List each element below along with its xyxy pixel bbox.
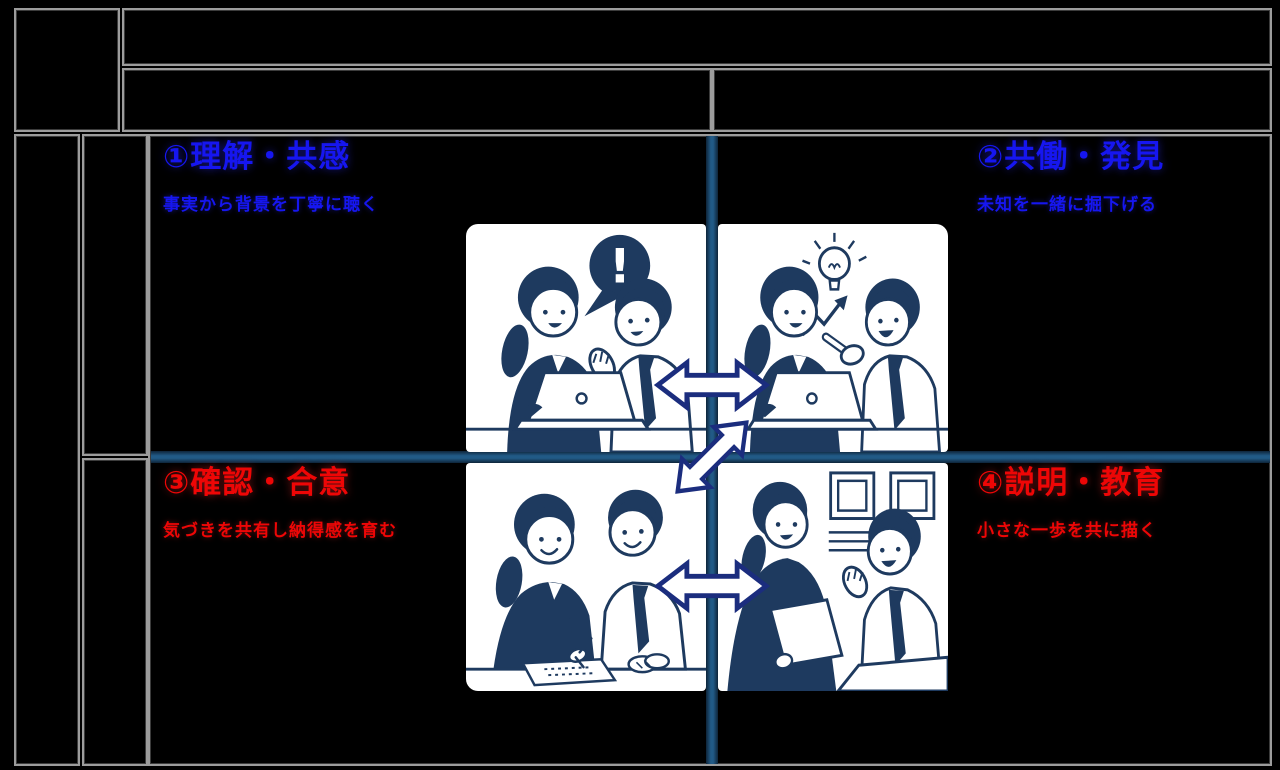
quadrant-2-subtitle: 未知を一緒に掘下げる [977,194,1157,215]
quadrant-1-subtitle: 事実から背景を丁寧に聴く [163,194,379,215]
notes-paper [520,658,618,687]
laptop-icon [745,371,879,431]
illustration-understand-empathize: ! [466,224,706,452]
writing-hand-pen [567,637,593,669]
quadrant-4-subtitle: 小さな一歩を共に描く [977,520,1157,541]
folded-hands [627,653,670,674]
laptop-icon [512,371,651,431]
desk-edge [836,655,948,691]
swap-arrow-diagonal-icon [655,400,770,515]
row-label-cell-bottom [82,458,148,766]
illustration-confirm-agree [466,463,706,691]
svg-text:!: ! [609,239,630,294]
pointing-hand [821,332,865,366]
woman-figure [493,493,596,670]
lightbulb-icon [802,232,867,291]
row-label-cell-top [82,134,148,456]
man-figure [599,489,688,671]
table-header-subcell-left [122,68,712,132]
quadrant-1-label: ①理解・共感 事実から背景を丁寧に聴く [163,141,379,215]
illustration-cowork-discover [718,224,948,452]
swap-arrow-horizontal-top-icon [654,356,770,414]
table-header-title-cell [122,8,1272,66]
tablet [768,598,844,670]
quadrant-1-title: ①理解・共感 [163,139,351,175]
quadrant-3-subtitle: 気づきを共有し納得感を育む [163,520,397,541]
table-header-corner-cell [14,8,120,132]
quadrant-3-title: ③確認・合意 [163,465,351,501]
quadrant-2-label: ②共働・発見 未知を一緒に掘下げる [977,141,1164,215]
quadrant-4-title: ④説明・教育 [977,465,1165,501]
raised-hand [841,565,869,599]
quadrant-4-label: ④説明・教育 小さな一歩を共に描く [977,467,1164,541]
quadrant-3-label: ③確認・合意 気づきを共有し納得感を育む [163,467,397,541]
quadrant-2-title: ②共働・発見 [977,139,1165,175]
swap-arrow-horizontal-bottom-icon [654,557,770,615]
row-label-cell-outer [14,134,80,766]
table-header-subcell-right [712,68,1272,132]
